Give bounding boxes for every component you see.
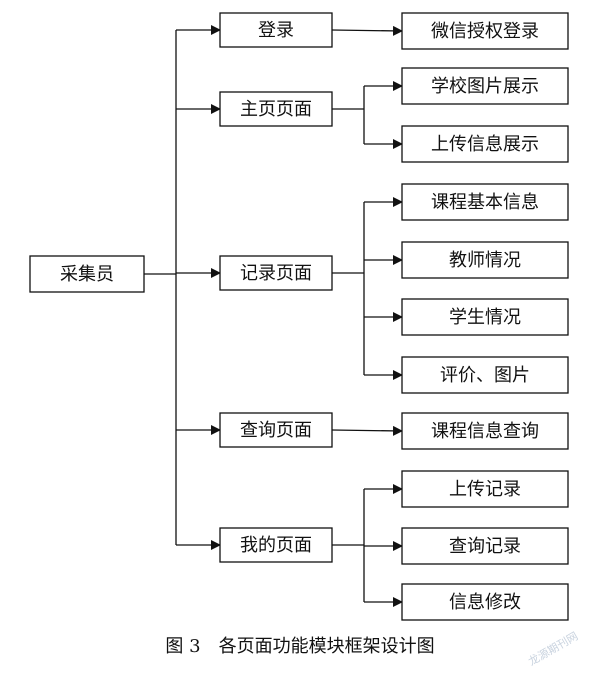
page-node-3-box	[219, 412, 333, 448]
function-node-2-1-label: 教师情况	[449, 250, 521, 271]
page-node-1: 主页页面	[219, 91, 333, 127]
function-node-2-1: 教师情况	[401, 241, 569, 279]
arrow-page-3-child-0	[331, 425, 403, 436]
function-node-2-3-box	[401, 356, 569, 394]
root-node-collector: 采集员	[29, 255, 145, 293]
function-node-0-0-box	[401, 12, 569, 50]
figure-caption: 图 3 各页面功能模块框架设计图	[165, 636, 434, 657]
page-node-1-box	[219, 91, 333, 127]
function-node-1-0: 学校图片展示	[401, 67, 569, 105]
function-node-3-0-label: 课程信息查询	[431, 421, 539, 442]
function-node-1-1-label: 上传信息展示	[431, 134, 539, 155]
watermark-text: 龙源期刊网	[526, 629, 581, 669]
page-node-0: 登录	[219, 12, 333, 48]
function-node-4-2: 信息修改	[401, 583, 569, 621]
connector-lines	[144, 25, 403, 607]
page-node-4: 我的页面	[219, 527, 333, 563]
root-node-collector-box	[29, 255, 145, 293]
function-node-0-0-label: 微信授权登录	[431, 21, 539, 42]
page-node-3-label: 查询页面	[240, 420, 312, 441]
page-node-4-box	[219, 527, 333, 563]
function-node-4-2-label: 信息修改	[449, 592, 521, 613]
function-node-4-0-box	[401, 470, 569, 508]
function-node-2-3: 评价、图片	[401, 356, 569, 394]
function-node-4-0: 上传记录	[401, 470, 569, 508]
page-node-2-box	[219, 255, 333, 291]
page-node-0-box	[219, 12, 333, 48]
function-node-1-1: 上传信息展示	[401, 125, 569, 163]
function-node-2-2-label: 学生情况	[449, 307, 521, 328]
function-node-2-0-box	[401, 183, 569, 221]
root-node-collector-label: 采集员	[60, 264, 114, 285]
page-node-2: 记录页面	[219, 255, 333, 291]
function-node-4-1: 查询记录	[401, 527, 569, 565]
page-node-0-label: 登录	[258, 20, 294, 41]
function-node-1-0-label: 学校图片展示	[431, 76, 539, 97]
function-node-4-0-label: 上传记录	[449, 479, 521, 500]
page-node-3: 查询页面	[219, 412, 333, 448]
function-node-2-2-box	[401, 298, 569, 336]
function-node-1-0-box	[401, 67, 569, 105]
page-node-4-label: 我的页面	[240, 535, 312, 556]
function-node-2-0-label: 课程基本信息	[431, 192, 539, 213]
function-node-2-1-box	[401, 241, 569, 279]
page-node-1-label: 主页页面	[240, 99, 312, 120]
function-node-2-3-label: 评价、图片	[440, 365, 530, 386]
arrow-page-0-child-0	[331, 25, 403, 36]
function-node-1-1-box	[401, 125, 569, 163]
function-node-4-2-box	[401, 583, 569, 621]
function-node-3-0-box	[401, 412, 569, 450]
function-node-4-1-label: 查询记录	[449, 536, 521, 557]
function-node-2-2: 学生情况	[401, 298, 569, 336]
function-node-2-0: 课程基本信息	[401, 183, 569, 221]
page-node-2-label: 记录页面	[240, 263, 312, 284]
function-node-3-0: 课程信息查询	[401, 412, 569, 450]
function-node-4-1-box	[401, 527, 569, 565]
function-node-0-0: 微信授权登录	[401, 12, 569, 50]
